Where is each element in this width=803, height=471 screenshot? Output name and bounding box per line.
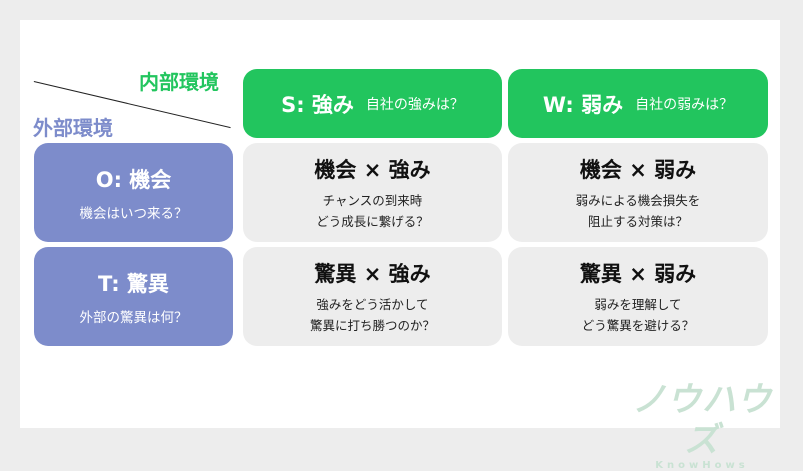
cell-opportunity-strength: 機会 × 強み チャンスの到来時 どう成長に繋げる？: [243, 143, 502, 242]
weakness-question: 自社の弱みは？: [635, 96, 734, 113]
threat-title: T: 驚異: [98, 271, 169, 296]
cell-line-2: 阻止する対策は？: [587, 213, 688, 229]
knowhows-logo: ノウハウズ KnowHows: [622, 380, 782, 471]
opportunity-question: 機会はいつ来る？: [79, 205, 188, 222]
cell-threat-strength: 驚異 × 強み 強みをどう活かして 驚異に打ち勝つのか？: [243, 247, 502, 346]
cell-title: 機会 × 弱み: [579, 157, 697, 182]
strength-question: 自社の強みは？: [365, 96, 464, 113]
cell-title: 驚異 × 弱み: [579, 261, 697, 286]
threat-header: T: 驚異 外部の驚異は何？: [34, 247, 233, 346]
threat-question: 外部の驚異は何？: [79, 309, 188, 326]
cell-line-1: 弱みによる機会損失を: [575, 192, 701, 208]
cell-title: 驚異 × 強み: [314, 261, 431, 286]
strength-title: S: 強み: [281, 92, 354, 117]
cell-line-1: 弱みを理解して: [594, 296, 682, 312]
cell-line-2: どう成長に繋げる？: [316, 213, 429, 229]
cell-threat-weakness: 驚異 × 弱み 弱みを理解して どう驚異を避ける？: [508, 247, 768, 346]
opportunity-header: O: 機会 機会はいつ来る？: [34, 143, 233, 242]
logo-japanese: ノウハウズ: [632, 380, 772, 460]
cell-line-2: 驚異に打ち勝つのか？: [309, 317, 435, 333]
cell-line-1: チャンスの到来時: [322, 192, 423, 208]
weakness-header: W: 弱み 自社の弱みは？: [508, 69, 768, 138]
cell-title: 機会 × 強み: [314, 157, 431, 182]
cell-line-2: どう驚異を避ける？: [581, 317, 695, 333]
external-environment-label: 外部環境: [33, 116, 113, 140]
cell-line-1: 強みをどう活かして: [316, 296, 429, 312]
logo-english: KnowHows: [655, 460, 749, 471]
strength-header: S: 強み 自社の強みは？: [243, 69, 502, 138]
cell-opportunity-weakness: 機会 × 弱み 弱みによる機会損失を 阻止する対策は？: [508, 143, 768, 242]
internal-environment-label: 内部環境: [139, 70, 219, 94]
opportunity-title: O: 機会: [95, 167, 172, 192]
weakness-title: W: 弱み: [542, 92, 624, 117]
